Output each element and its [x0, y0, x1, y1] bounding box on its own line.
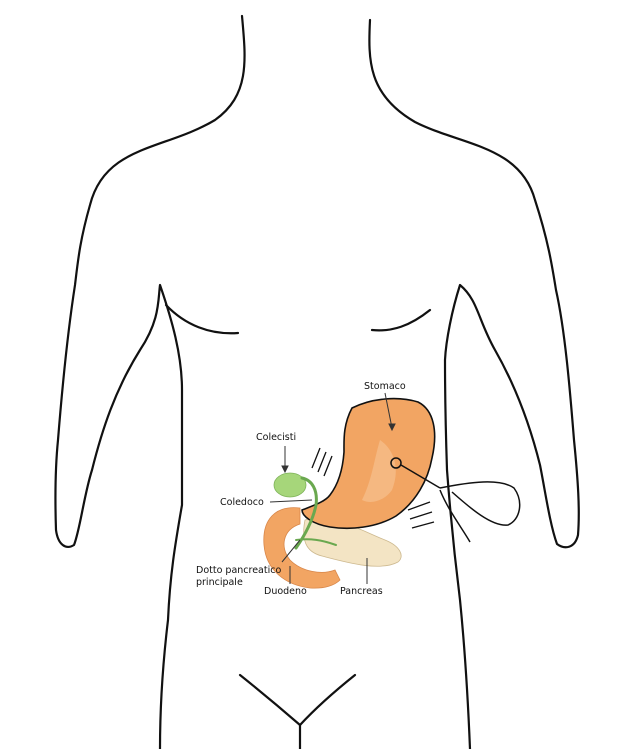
groin-line — [240, 675, 355, 725]
pointer-bile-duct — [270, 500, 312, 502]
left-body-outline — [55, 16, 244, 749]
label-stomach: Stomaco — [364, 381, 406, 392]
pressure-arrows-left — [312, 448, 332, 476]
label-bile-duct: Coledoco — [220, 497, 264, 508]
label-duodenum: Duodeno — [264, 586, 307, 597]
body-outline — [55, 16, 578, 749]
instrument-handle-lower — [440, 490, 470, 542]
left-chest-curve — [166, 305, 238, 333]
pointer-gallbladder-head — [282, 466, 288, 472]
label-pancreatic-duct-line1: Dotto pancreatico — [196, 565, 281, 576]
gallbladder-shape — [274, 473, 306, 497]
label-gallbladder: Colecisti — [256, 432, 296, 443]
arrow-left-3 — [324, 456, 332, 476]
pressure-arrows-right — [408, 502, 434, 528]
arrow-right-2 — [410, 512, 432, 519]
right-chest-curve — [372, 310, 430, 330]
label-pancreatic-duct-line2: principale — [196, 577, 243, 588]
arrow-right-3 — [412, 522, 434, 528]
arrow-left-2 — [318, 452, 326, 472]
arrow-left-1 — [312, 448, 320, 468]
label-pancreas: Pancreas — [340, 586, 383, 597]
